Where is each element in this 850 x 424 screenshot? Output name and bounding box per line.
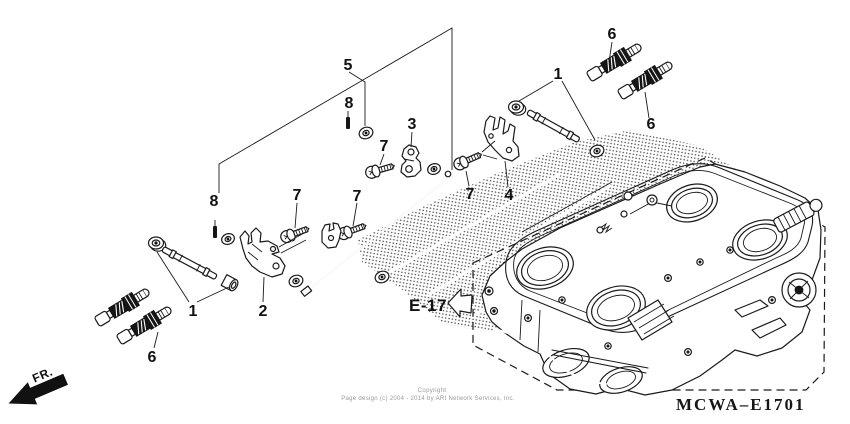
copyright-line1: Copyright [418, 388, 446, 394]
part-label-8-left[interactable]: 8 [210, 193, 219, 210]
joint-pipe-upper [526, 109, 580, 143]
part-label-1-top[interactable]: 1 [554, 66, 563, 83]
part-label-8-top[interactable]: 8 [345, 95, 354, 112]
fork-bracket-part4 [481, 115, 520, 162]
copyright-line2: Page design (c) 2004 - 2014 by ARI Netwo… [341, 396, 515, 402]
throttle-bore-1 [516, 246, 574, 290]
grommet [288, 274, 304, 288]
flanged-cap [507, 100, 527, 116]
stay-bracket-part2 [239, 227, 307, 278]
joint-pipe-lower [161, 246, 218, 280]
diagram-code: MCWA–E1701 [676, 395, 806, 414]
intake-bell [542, 347, 590, 379]
joint-part3 [400, 144, 422, 178]
sensor-part6 [116, 306, 172, 345]
screw-part7 [453, 152, 482, 171]
clamp-stay [321, 222, 342, 249]
injector-pocket [627, 299, 675, 341]
throttle-position-sensor [781, 272, 817, 308]
grommet-part5 [358, 126, 374, 140]
part-label-4[interactable]: 4 [505, 187, 514, 204]
grommet [221, 233, 235, 245]
group-bracket-line [218, 27, 453, 193]
part-label-7-c[interactable]: 7 [353, 188, 362, 205]
grommet [374, 270, 390, 284]
adjuster-screw [773, 198, 823, 233]
vent-pipe [300, 170, 452, 297]
part-label-7-a[interactable]: 7 [380, 138, 389, 155]
grommet [427, 163, 441, 175]
body-bolts [523, 246, 776, 357]
pin-part8 [346, 111, 350, 129]
part-label-7-d[interactable]: 7 [466, 186, 475, 203]
part-label-5[interactable]: 5 [344, 57, 353, 74]
front-direction-indicator: FR. [8, 364, 68, 405]
section-reference-e17[interactable]: E-17 [409, 288, 473, 318]
part-label-6-bottom[interactable]: 6 [148, 349, 157, 366]
throttle-bore-4 [732, 219, 788, 261]
sensor-part6 [94, 288, 150, 327]
part-label-6-right[interactable]: 6 [647, 116, 656, 133]
part-label-1-bottom[interactable]: 1 [189, 303, 198, 320]
throttle-body-assembly [481, 163, 823, 396]
leader-lines [153, 41, 650, 349]
left-reference-arrow-icon [447, 288, 473, 318]
sensor-part6 [617, 61, 673, 100]
part-label-7-b[interactable]: 7 [293, 187, 302, 204]
part-label-3[interactable]: 3 [408, 116, 417, 133]
screw-part7 [365, 163, 395, 179]
pin-part8 [213, 220, 217, 238]
sensor-part6 [586, 43, 642, 82]
throttle-bore-3 [666, 183, 718, 223]
flanged-cap [147, 236, 167, 252]
fr-direction-arrow-icon [8, 382, 38, 405]
part-label-2[interactable]: 2 [259, 303, 268, 320]
part-label-6-top[interactable]: 6 [608, 26, 617, 43]
section-reference-label: E-17 [409, 296, 447, 315]
bushing [220, 274, 239, 292]
throttle-linkage [596, 191, 673, 234]
part-number-callouts: 5 8 3 7 8 7 7 7 4 1 6 6 1 2 6 [148, 26, 656, 366]
grommet [589, 144, 605, 158]
screw-part7 [337, 223, 367, 241]
